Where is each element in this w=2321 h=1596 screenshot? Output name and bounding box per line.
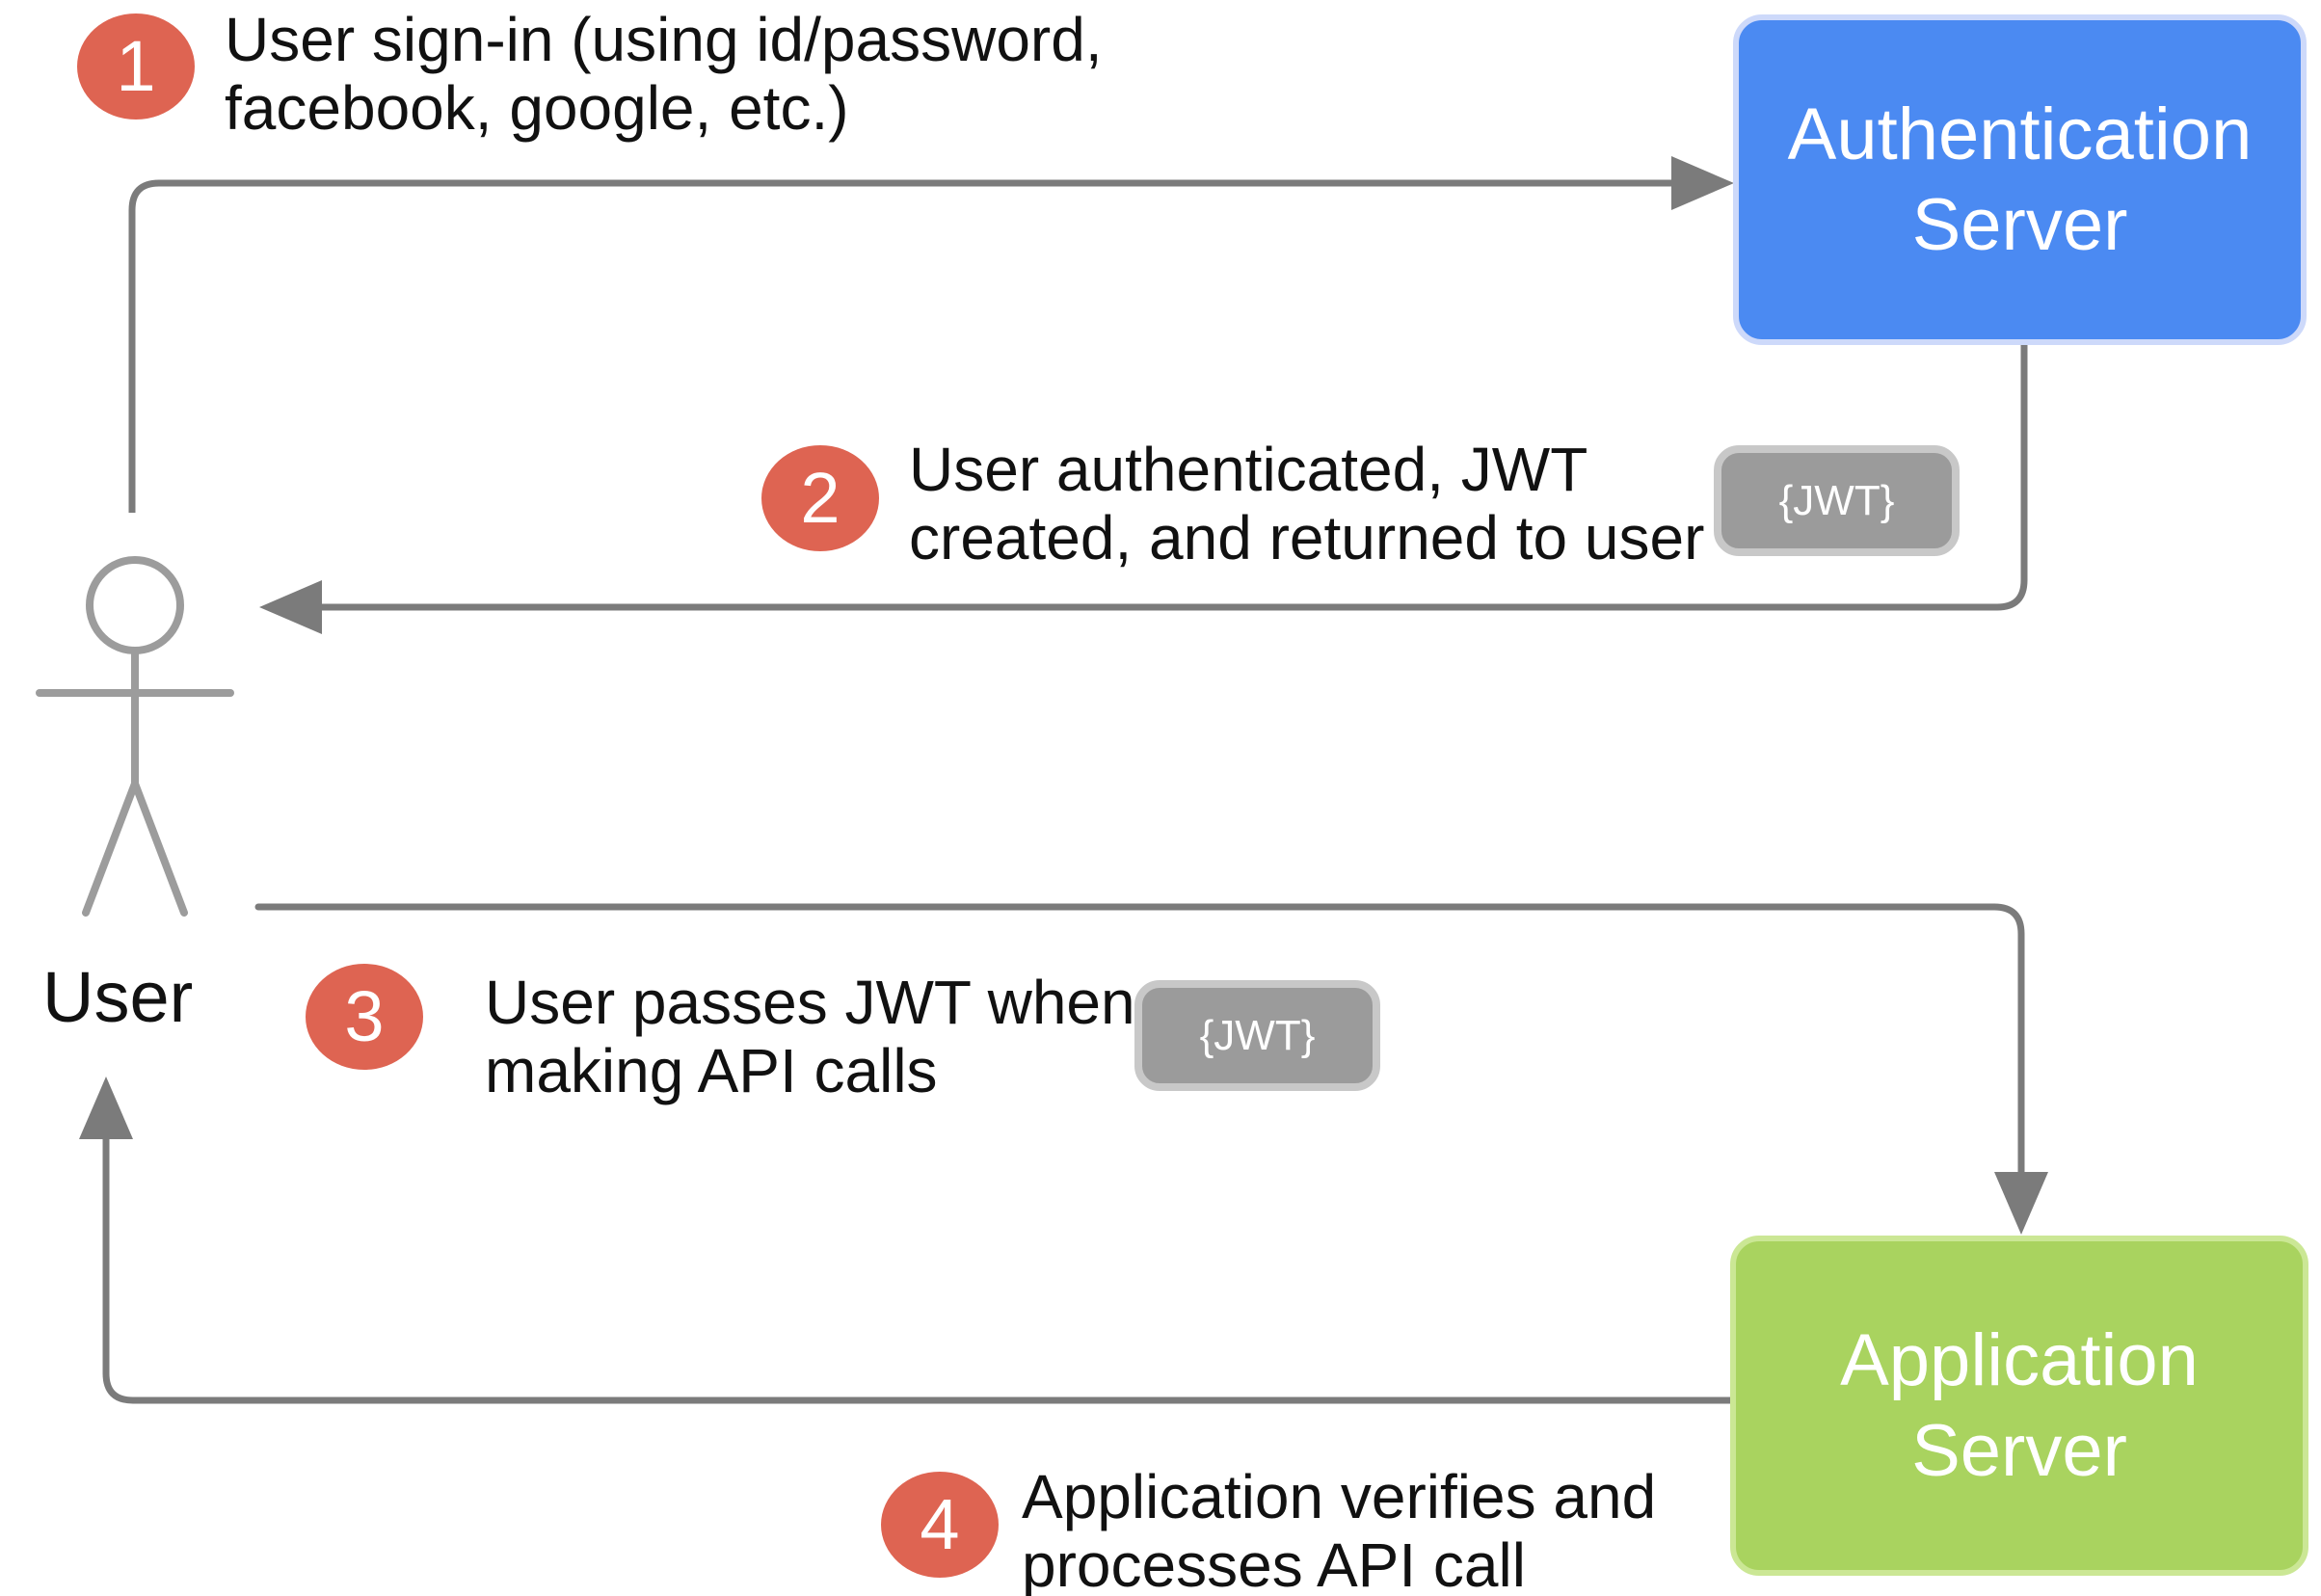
step-3-badge: 3 <box>306 964 423 1070</box>
jwt-token-badge-step3: {JWT} <box>1134 980 1380 1091</box>
arrow-step-4-icon <box>79 1077 1730 1404</box>
step-1-text: User sign-in (using id/password, faceboo… <box>225 5 1103 143</box>
application-server-node: Application Server <box>1730 1236 2308 1576</box>
step-4-badge: 4 <box>881 1472 999 1578</box>
step-1-badge: 1 <box>77 13 195 120</box>
user-figure-icon <box>36 556 234 917</box>
authentication-server-node: Authentication Server <box>1733 14 2307 345</box>
arrow-step-2-icon <box>259 345 2028 634</box>
user-actor-label: User <box>42 957 194 1037</box>
arrow-step-1-icon <box>128 156 1734 513</box>
arrow-step-3-icon <box>254 903 2048 1235</box>
step-2-text: User authenticated, JWT created, and ret… <box>909 435 1705 572</box>
jwt-token-badge-step2: {JWT} <box>1714 445 1960 556</box>
step-2-badge: 2 <box>761 445 879 551</box>
step-4-text: Application verifies and processes API c… <box>1022 1462 1657 1596</box>
step-3-text: User passes JWT when making API calls <box>485 968 1135 1105</box>
